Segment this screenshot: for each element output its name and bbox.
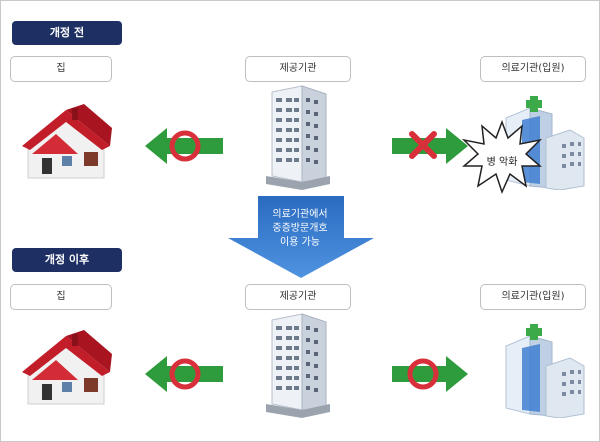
house-icon — [22, 330, 112, 405]
down-arrow-line-3: 이용 가능 — [280, 237, 320, 248]
down-arrow-text: 의료기관에서 중증방문개호 이용 가능 — [250, 208, 350, 250]
label-medical-before: 의료기관(입원) — [480, 56, 586, 82]
label-house-before: 집 — [10, 56, 112, 82]
house-icon — [22, 104, 112, 179]
down-arrow-line-1: 의료기관에서 — [272, 209, 328, 220]
arrow-left-green — [145, 356, 223, 392]
circle-o-icon — [169, 358, 201, 390]
arrow-left-green — [145, 128, 223, 164]
cross-x-icon — [409, 131, 437, 159]
down-arrow-line-2: 중증방문개호 — [272, 223, 328, 234]
arrow-right-green — [392, 128, 468, 164]
section-before-badge: 개정 전 — [12, 21, 122, 45]
label-medical-after: 의료기관(입원) — [480, 284, 586, 310]
label-house-after: 집 — [10, 284, 112, 310]
label-provider-after: 제공기관 — [245, 284, 351, 310]
circle-o-icon — [169, 130, 201, 162]
burst-label: 병 악화 — [486, 157, 518, 168]
office-building-icon — [266, 85, 330, 190]
arrow-right-green — [392, 356, 468, 392]
label-provider-before: 제공기관 — [245, 56, 351, 82]
hospital-icon — [505, 324, 585, 418]
office-building-icon — [266, 313, 330, 418]
down-arrow-blue — [228, 196, 374, 278]
section-after-badge: 개정 이후 — [12, 248, 122, 272]
circle-o-icon — [407, 358, 439, 390]
burst-shape — [462, 120, 542, 194]
